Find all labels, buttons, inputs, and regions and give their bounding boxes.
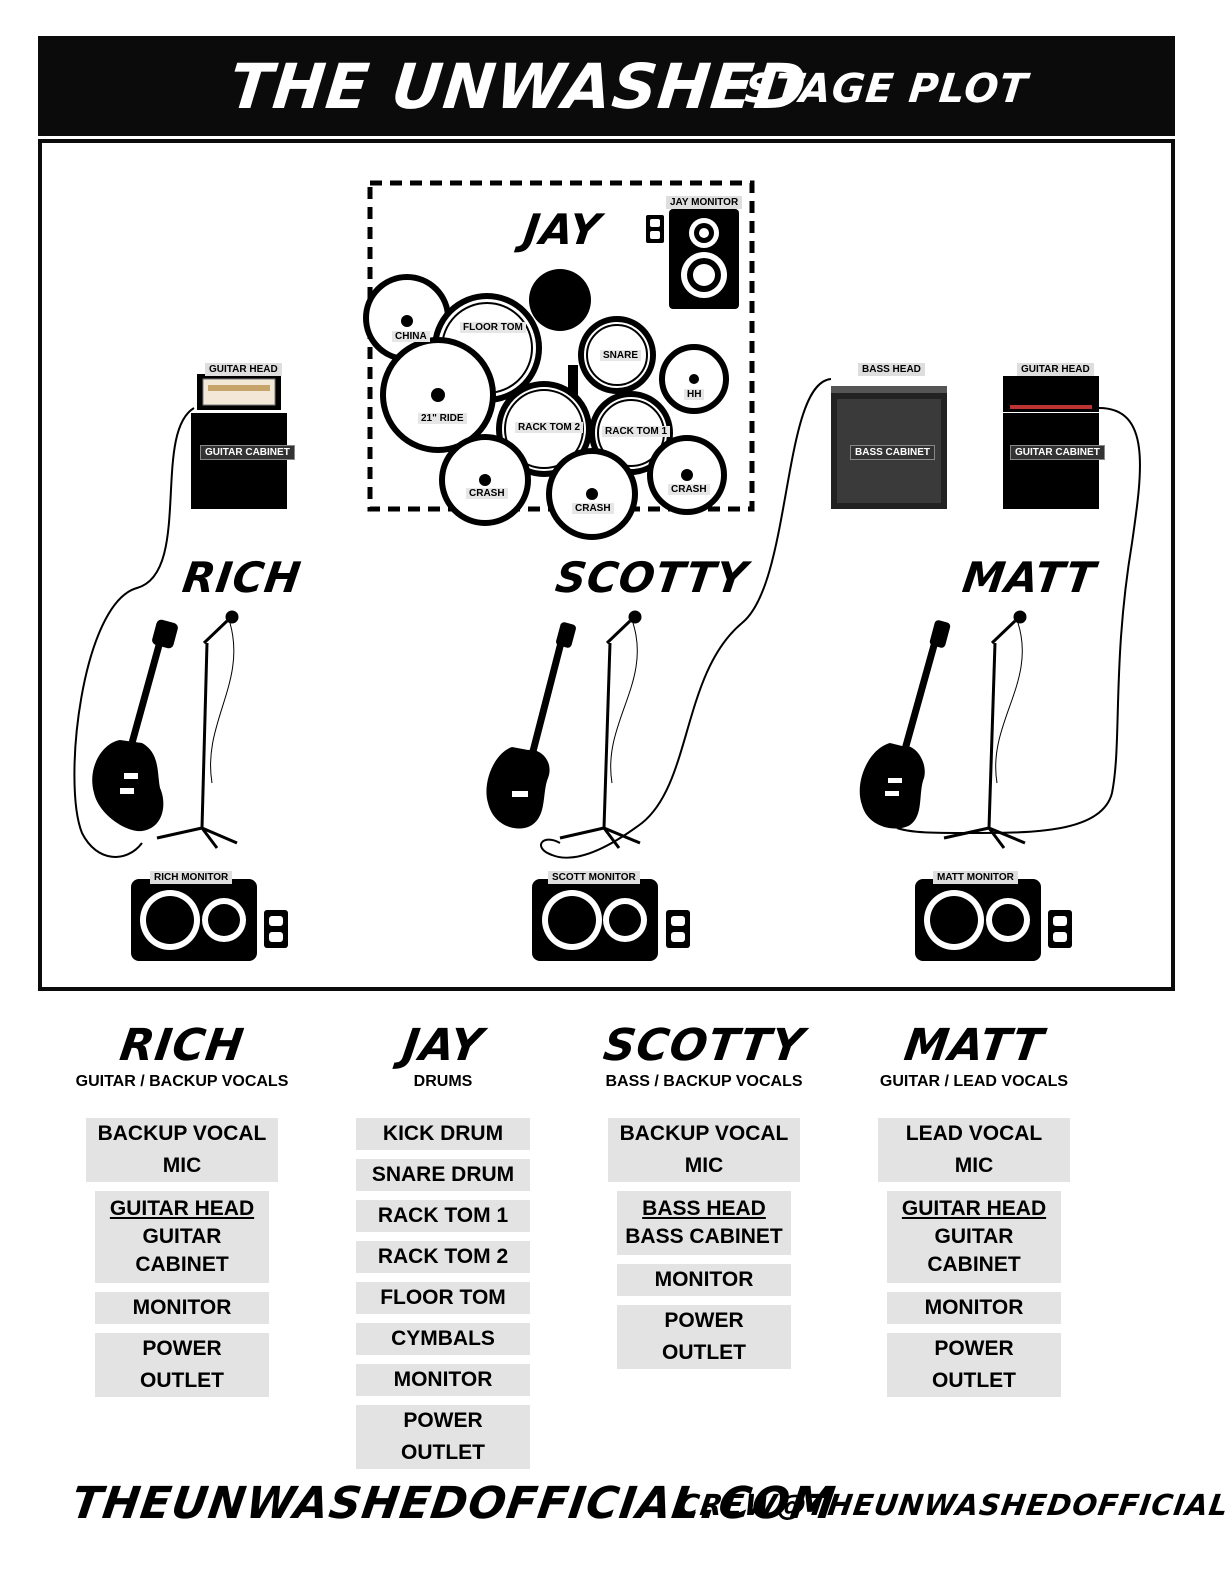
china-label: CHINA bbox=[392, 331, 430, 342]
matt-stage-name: MATT bbox=[959, 553, 1099, 602]
list-item: RACK TOM 2 bbox=[356, 1241, 530, 1273]
rich-mic-stand bbox=[156, 610, 239, 849]
list-item-cabinet: GUITAR CABINET bbox=[927, 1225, 1021, 1276]
member-column-rich: RICH GUITAR / BACKUP VOCALS BACKUP VOCAL… bbox=[72, 1020, 292, 1406]
jay-monitor-speaker bbox=[669, 209, 739, 309]
drum-riser bbox=[367, 180, 755, 512]
member-role: GUITAR / BACKUP VOCALS bbox=[75, 1073, 289, 1090]
list-item-head: GUITAR HEAD bbox=[901, 1197, 1047, 1220]
member-name: JAY bbox=[399, 1020, 487, 1071]
left-guitar-cabinet-label: GUITAR CABINET bbox=[200, 445, 295, 460]
list-item: MONITOR bbox=[887, 1292, 1061, 1324]
crash-center-cymbal bbox=[546, 448, 638, 540]
list-item: RACK TOM 1 bbox=[356, 1200, 530, 1232]
rack-tom-1-label: RACK TOM 1 bbox=[602, 426, 671, 437]
rich-cable bbox=[73, 407, 195, 858]
hihat-shape bbox=[659, 344, 729, 414]
member-name: SCOTTY bbox=[600, 1020, 808, 1071]
member-role: BASS / BACKUP VOCALS bbox=[605, 1073, 803, 1090]
title-banner: THE UNWASHED STAGE PLOT bbox=[38, 36, 1175, 136]
drum-stand bbox=[568, 365, 578, 395]
list-item: BASS HEAD BASS CABINET bbox=[617, 1191, 791, 1255]
band-title: THE UNWASHED bbox=[226, 50, 811, 123]
list-item: MONITOR bbox=[617, 1264, 791, 1296]
scott-power-outlet bbox=[666, 910, 690, 948]
member-name: MATT bbox=[901, 1020, 1047, 1071]
rich-floor-monitor bbox=[131, 879, 257, 961]
jay-power-outlet bbox=[646, 215, 664, 243]
scotty-mic-stand bbox=[559, 610, 642, 849]
stage-drawing bbox=[73, 180, 1141, 961]
list-item: FLOOR TOM bbox=[356, 1282, 530, 1314]
matt-guitar bbox=[859, 620, 951, 829]
member-role: DRUMS bbox=[413, 1073, 473, 1090]
scott-monitor-label: SCOTT MONITOR bbox=[548, 871, 640, 884]
crash-left-cymbal bbox=[439, 434, 531, 526]
list-item: GUITAR HEAD GUITAR CABINET bbox=[887, 1191, 1061, 1283]
drummer-name: JAY bbox=[520, 205, 605, 254]
list-item: MONITOR bbox=[95, 1292, 269, 1324]
footer-email[interactable]: CREW@THEUNWASHEDOFFICIAL.COM bbox=[675, 1488, 1225, 1522]
scott-floor-monitor bbox=[532, 879, 658, 961]
scotty-cable bbox=[540, 378, 832, 859]
stage-area: JAY JAY MONITOR CHINA FLOOR TOM SNARE HH… bbox=[38, 139, 1175, 991]
crash-center-label: CRASH bbox=[572, 503, 614, 514]
hh-label: HH bbox=[684, 389, 705, 400]
list-item: POWER OUTLET bbox=[95, 1333, 269, 1397]
list-item: KICK DRUM bbox=[356, 1118, 530, 1150]
matt-floor-monitor bbox=[915, 879, 1041, 961]
list-item-head: BASS HEAD bbox=[642, 1197, 766, 1220]
member-column-scotty: SCOTTY BASS / BACKUP VOCALS BACKUP VOCAL… bbox=[594, 1020, 814, 1378]
member-role: GUITAR / LEAD VOCALS bbox=[879, 1073, 1069, 1090]
list-item: SNARE DRUM bbox=[356, 1159, 530, 1191]
crash-right-label: CRASH bbox=[668, 484, 710, 495]
list-item: CYMBALS bbox=[356, 1323, 530, 1355]
rich-guitar bbox=[92, 619, 178, 832]
right-guitar-cabinet-label: GUITAR CABINET bbox=[1010, 445, 1105, 460]
list-item: BACKUP VOCAL MIC bbox=[86, 1118, 278, 1182]
ride-cymbal bbox=[380, 337, 496, 453]
list-item: POWER OUTLET bbox=[617, 1305, 791, 1369]
kick-drum bbox=[529, 269, 591, 331]
list-item: POWER OUTLET bbox=[887, 1333, 1061, 1397]
rich-power-outlet bbox=[264, 910, 288, 948]
floor-tom-label: FLOOR TOM bbox=[460, 322, 526, 333]
jay-monitor-label: JAY MONITOR bbox=[666, 196, 743, 209]
matt-monitor-label: MATT MONITOR bbox=[933, 871, 1018, 884]
list-item: LEAD VOCAL MIC bbox=[878, 1118, 1070, 1182]
member-column-jay: JAY DRUMS KICK DRUM SNARE DRUM RACK TOM … bbox=[333, 1020, 553, 1478]
right-guitar-head-label: GUITAR HEAD bbox=[1017, 363, 1094, 376]
list-item-cabinet: GUITAR CABINET bbox=[135, 1225, 229, 1276]
rack-tom-2-label: RACK TOM 2 bbox=[515, 422, 584, 433]
list-item: POWER OUTLET bbox=[356, 1405, 530, 1469]
rich-stage-name: RICH bbox=[179, 553, 305, 602]
list-item: MONITOR bbox=[356, 1364, 530, 1396]
scotty-guitar bbox=[486, 622, 576, 829]
bass-cabinet-label: BASS CABINET bbox=[850, 445, 936, 460]
member-column-matt: MATT GUITAR / LEAD VOCALS LEAD VOCAL MIC… bbox=[864, 1020, 1084, 1406]
list-item: BACKUP VOCAL MIC bbox=[608, 1118, 800, 1182]
snare-label: SNARE bbox=[600, 350, 642, 361]
member-name: RICH bbox=[116, 1020, 248, 1071]
matt-power-outlet bbox=[1048, 910, 1072, 948]
plot-subtitle: STAGE PLOT bbox=[742, 66, 1031, 112]
right-guitar-amp bbox=[1003, 376, 1099, 509]
list-item-cabinet: BASS CABINET bbox=[625, 1225, 783, 1248]
crash-left-label: CRASH bbox=[466, 488, 508, 499]
left-guitar-amp bbox=[191, 374, 287, 509]
list-item-head: GUITAR HEAD bbox=[109, 1197, 255, 1220]
ride-label: 21" RIDE bbox=[418, 413, 467, 424]
rich-monitor-label: RICH MONITOR bbox=[150, 871, 233, 884]
crash-right-cymbal bbox=[647, 435, 727, 515]
left-guitar-head-label: GUITAR HEAD bbox=[205, 363, 282, 376]
bass-head-label: BASS HEAD bbox=[858, 363, 925, 376]
scotty-stage-name: SCOTTY bbox=[552, 553, 751, 602]
matt-mic-stand bbox=[943, 610, 1027, 849]
list-item: GUITAR HEAD GUITAR CABINET bbox=[95, 1191, 269, 1283]
